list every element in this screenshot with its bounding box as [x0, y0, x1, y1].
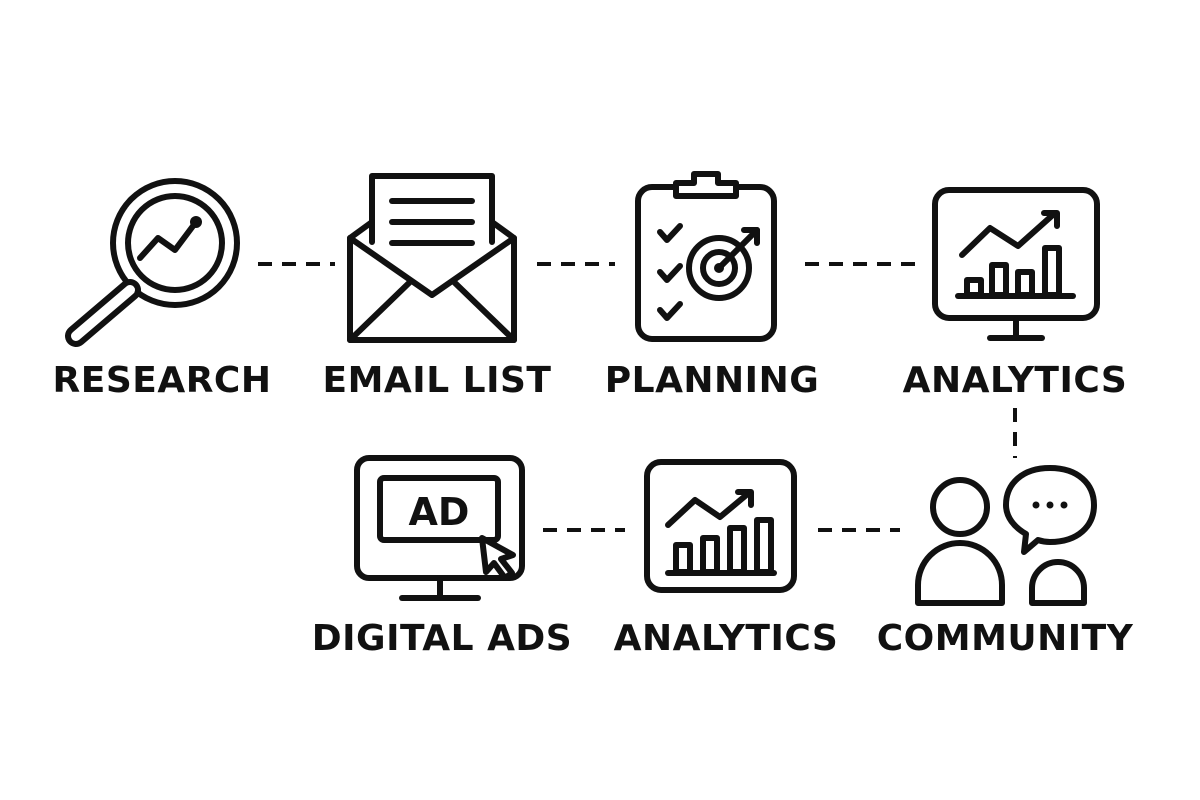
label-email-list: EMAIL LIST — [322, 360, 552, 401]
ad-monitor-cursor-icon: AD — [354, 455, 525, 601]
label-community: COMMUNITY — [876, 618, 1134, 659]
envelope-letter-icon — [347, 173, 517, 343]
label-research: RESEARCH — [52, 360, 272, 401]
label-analytics-bottom: ANALYTICS — [613, 618, 839, 659]
chart-frame-icon — [644, 459, 797, 593]
magnifier-trend-icon — [65, 178, 240, 347]
people-chat-icon — [915, 465, 1097, 606]
ad-text: AD — [409, 490, 470, 534]
clipboard-target-icon — [635, 171, 777, 342]
label-analytics-top: ANALYTICS — [902, 360, 1128, 401]
label-digital-ads: DIGITAL ADS — [311, 618, 573, 659]
label-planning: PLANNING — [604, 360, 820, 401]
monitor-chart-icon — [932, 187, 1100, 341]
